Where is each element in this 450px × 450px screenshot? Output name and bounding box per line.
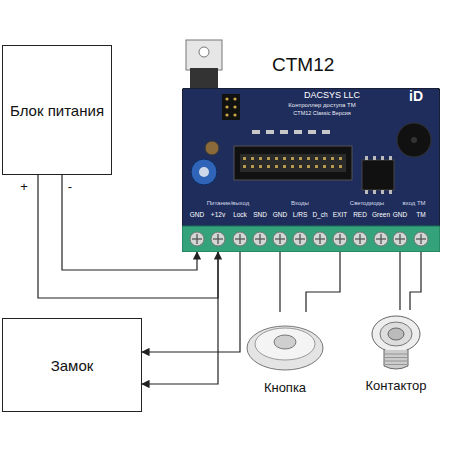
exit-button: Кнопка	[243, 312, 327, 374]
polarity-sign: -	[68, 180, 72, 194]
terminal-label: EXIT	[333, 211, 347, 218]
maker-name: DACSYS LLC	[304, 91, 360, 101]
lock-box: Замок	[2, 318, 142, 412]
button-drawing	[243, 312, 327, 374]
group-label: Входы	[291, 200, 309, 207]
power-supply-box: Блок питания	[2, 45, 112, 175]
terminal-label: D_ch	[312, 211, 327, 218]
group-label: Питание/выход	[207, 200, 250, 207]
terminal-label: GND	[273, 211, 287, 218]
polarity-sign: +	[20, 180, 28, 194]
tm-reader: Контактор	[366, 310, 426, 372]
board-caption: CTM12 Classic Версия	[293, 110, 350, 116]
terminal-label: GND	[190, 211, 204, 218]
group-label: вход ТМ	[402, 200, 425, 207]
terminal-label: RED	[353, 211, 367, 218]
reader-drawing	[366, 310, 426, 372]
terminal-label: TM	[416, 211, 425, 218]
terminal-label: SND	[253, 211, 267, 218]
terminal-label: Lock	[233, 211, 247, 218]
board-title: CTM12	[272, 54, 334, 76]
wire	[142, 252, 218, 384]
logo: iD	[409, 89, 423, 104]
box-label: Блок питания	[10, 102, 104, 119]
controller-board: CTM12DACSYS LLCКонтроллер доступа ТМCTM1…	[182, 88, 440, 252]
wire	[410, 252, 421, 310]
board-caption: Контроллер доступа ТМ	[288, 102, 355, 109]
terminal-label: +12v	[211, 211, 225, 218]
group-label: Светодиоды	[350, 200, 384, 207]
box-label: Замок	[51, 357, 94, 374]
wire	[142, 252, 240, 352]
terminal-label: L/RS	[293, 211, 307, 218]
part-label: Кнопка	[264, 380, 306, 395]
wire	[62, 175, 197, 270]
part-label: Контактор	[365, 378, 426, 393]
wire	[279, 252, 280, 312]
wire	[399, 252, 400, 310]
wire	[306, 252, 340, 312]
terminal-label: GND	[393, 211, 407, 218]
terminal-label: Green	[372, 211, 390, 218]
